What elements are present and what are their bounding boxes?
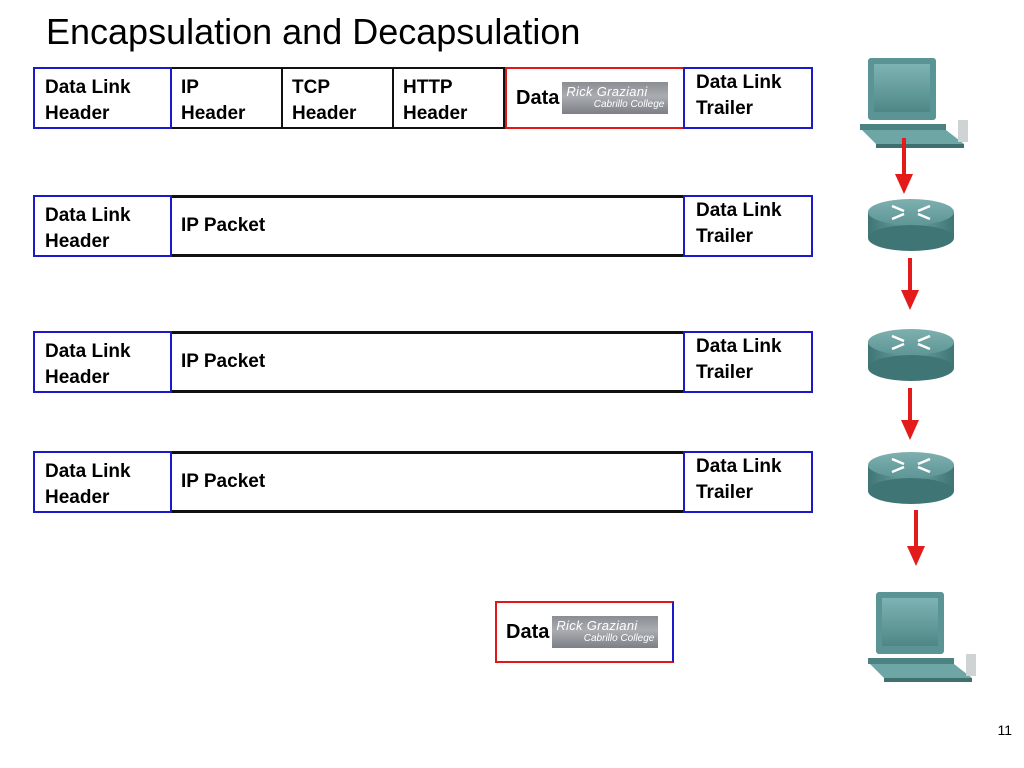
data-payload: Data Rick Graziani Cabrillo College [505, 67, 683, 129]
tcp-header-line-1: TCP [292, 77, 330, 98]
ip-packet: IP Packet [172, 331, 683, 393]
ip-packet: IP Packet [172, 451, 683, 513]
data-link-header-line-1: Data Link [45, 77, 131, 98]
http-header-line-2: Header [403, 103, 468, 124]
data-label: Data [516, 87, 560, 109]
data-link-trailer: Data Link Trailer [683, 67, 813, 129]
data-link-trailer-line-2: Trailer [696, 362, 754, 383]
data-link-header: Data Link Header [33, 331, 172, 393]
arrow-down-icon [895, 138, 913, 194]
ip-header-line-2: Header [181, 103, 246, 124]
data-payload-content: Data Rick Graziani Cabrillo College [507, 69, 683, 127]
data-link-header-line-2: Header [45, 103, 110, 124]
ip-header-line-1: IP [181, 77, 199, 98]
data-link-trailer-line-2: Trailer [696, 98, 754, 119]
http-header-line-1: HTTP [403, 77, 453, 98]
decapsulated-data-content: Data Rick Graziani Cabrillo College [497, 603, 672, 661]
tcp-header: TCP Header [283, 67, 394, 129]
watermark-name: Rick Graziani [556, 618, 638, 633]
ip-packet: IP Packet [172, 195, 683, 257]
network-path-graphic [860, 58, 976, 682]
data-link-trailer-line-1: Data Link [696, 456, 782, 477]
data-link-header-line-1: Data Link [45, 341, 131, 362]
computer-icon [860, 58, 968, 148]
data-link-trailer: Data Link Trailer [683, 195, 813, 257]
data-link-header: Data Link Header [33, 195, 172, 257]
data-link-trailer-line-2: Trailer [696, 226, 754, 247]
http-header: HTTP Header [394, 67, 505, 129]
network-path [840, 40, 990, 700]
watermark-org: Cabrillo College [583, 633, 655, 644]
data-link-header-line-2: Header [45, 367, 110, 388]
data-link-trailer-line-1: Data Link [696, 336, 782, 357]
data-link-header-line-1: Data Link [45, 205, 131, 226]
data-link-header-line-2: Header [45, 231, 110, 252]
data-link-trailer-line-1: Data Link [696, 200, 782, 221]
data-link-header-line-2: Header [45, 487, 110, 508]
arrow-down-icon [901, 388, 919, 440]
tcp-header-line-2: Header [292, 103, 357, 124]
author-watermark: Rick Graziani Cabrillo College [562, 82, 669, 114]
data-label: Data [506, 620, 550, 643]
watermark-org: Cabrillo College [593, 99, 665, 110]
data-link-trailer-line-2: Trailer [696, 482, 754, 503]
data-link-trailer: Data Link Trailer [683, 451, 813, 513]
page-number: 11 [997, 722, 1012, 738]
author-watermark: Rick Graziani Cabrillo College [552, 616, 659, 648]
data-link-header: Data Link Header [33, 451, 172, 513]
frame-row-full: Data Link Header IP Header TCP Header HT… [33, 67, 813, 129]
computer-icon [868, 592, 976, 682]
ip-packet-label: IP Packet [181, 351, 266, 372]
frame-row-router-1: Data Link Header IP Packet Data Link Tra… [33, 195, 813, 257]
router-icon [868, 329, 954, 381]
data-link-header-line-1: Data Link [45, 461, 131, 482]
ip-packet-label: IP Packet [181, 215, 266, 236]
router-icon [868, 199, 954, 251]
watermark-name: Rick Graziani [566, 84, 648, 99]
ip-header: IP Header [172, 67, 283, 129]
decapsulated-data: Data Rick Graziani Cabrillo College [495, 601, 674, 663]
arrow-down-icon [901, 258, 919, 310]
data-link-trailer: Data Link Trailer [683, 331, 813, 393]
frame-row-router-3: Data Link Header IP Packet Data Link Tra… [33, 451, 813, 513]
router-icon [868, 452, 954, 504]
data-link-trailer-line-1: Data Link [696, 72, 782, 93]
ip-packet-label: IP Packet [181, 471, 266, 492]
arrow-down-icon [907, 510, 925, 566]
frame-row-router-2: Data Link Header IP Packet Data Link Tra… [33, 331, 813, 393]
data-link-header: Data Link Header [33, 67, 172, 129]
slide-title: Encapsulation and Decapsulation [46, 11, 581, 52]
